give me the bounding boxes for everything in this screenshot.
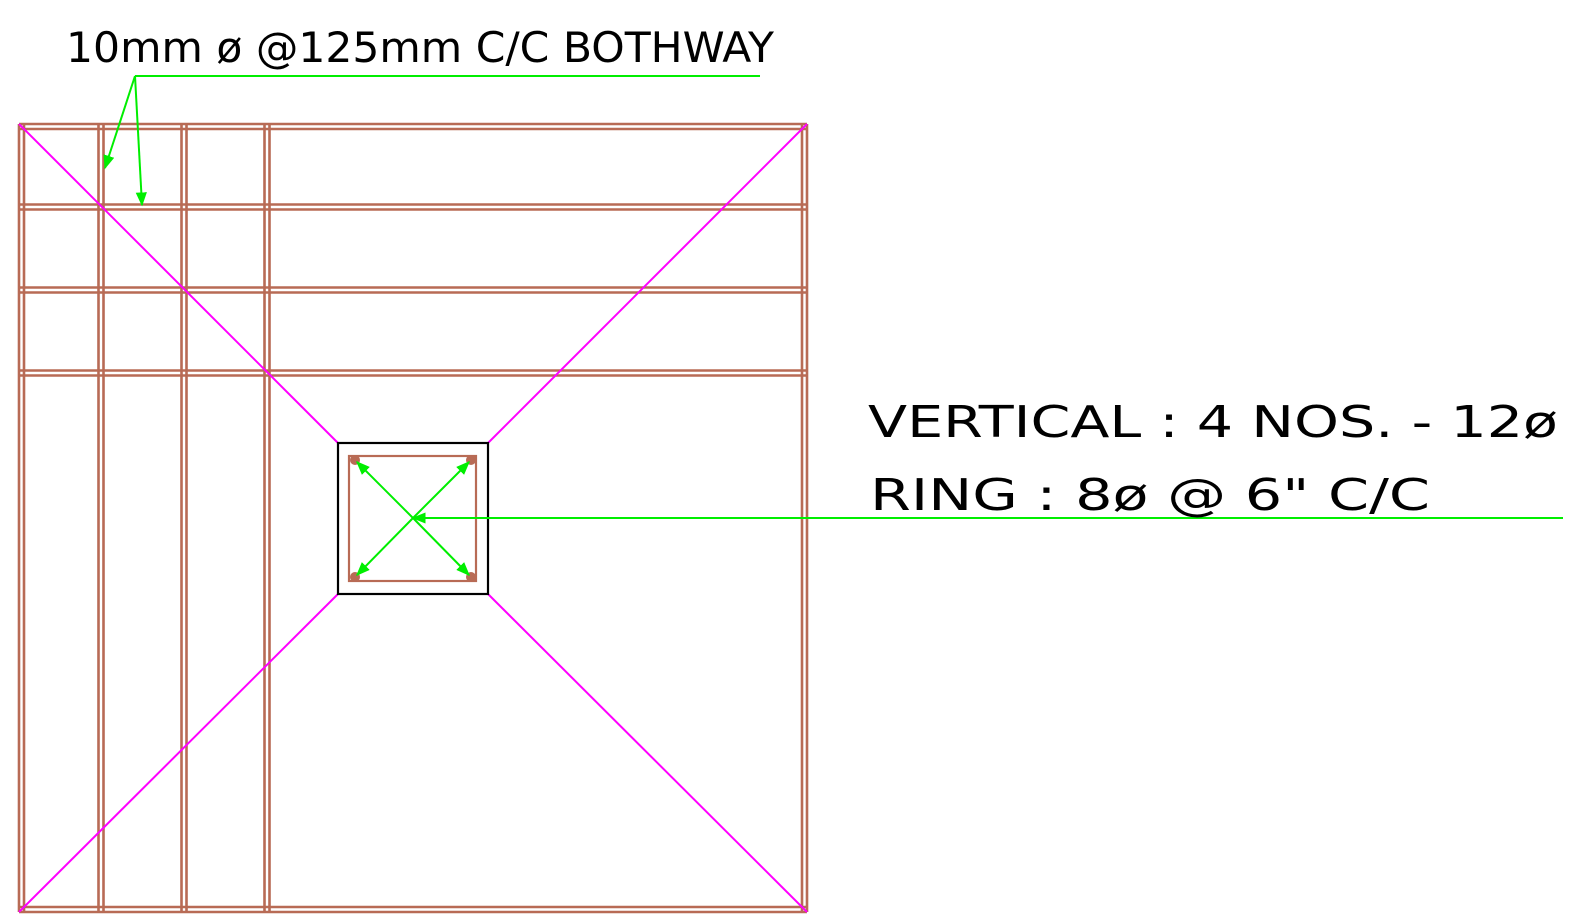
- vertical-bar-label: VERTICAL : 4 NOS. - 12ø: [868, 397, 1558, 448]
- footing-diagonals: [18, 123, 808, 913]
- diagonal-top-left: [18, 123, 339, 444]
- column-bar-arrow-3: [356, 517, 414, 576]
- top-leader-arrow-1: [103, 75, 136, 170]
- column-bar-arrow-2: [412, 461, 470, 519]
- ring-label: RING : 8ø @ 6" C/C: [870, 470, 1430, 521]
- leader-lines: [103, 75, 1563, 576]
- column-bar-arrow-1: [356, 461, 414, 519]
- diagonal-bottom-left: [18, 593, 339, 913]
- footing-outline: [17, 122, 809, 914]
- column-bar-arrow-4: [412, 517, 470, 576]
- rebar-grid: [19, 124, 807, 912]
- diagonal-top-right: [487, 123, 808, 444]
- top-bar-label: 10mm ø @125mm C/C BOTHWAY: [66, 23, 774, 72]
- diagonal-bottom-right: [487, 593, 808, 913]
- top-leader-arrow-2: [134, 75, 147, 207]
